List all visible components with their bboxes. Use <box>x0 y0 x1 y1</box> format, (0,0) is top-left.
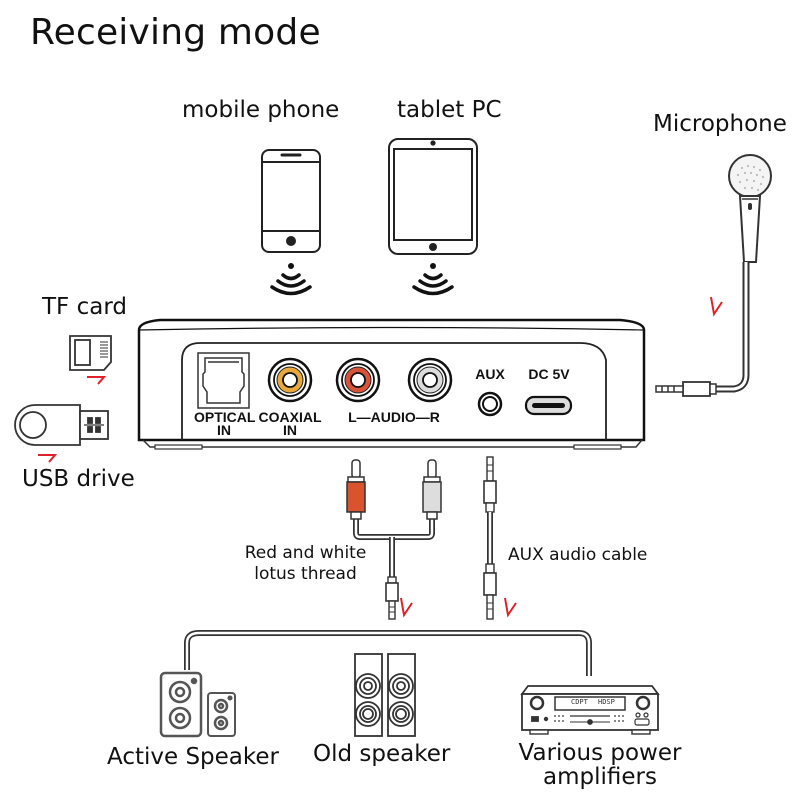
usb-drive-label: USB drive <box>22 466 135 492</box>
tf-card-label: TF card <box>42 294 127 320</box>
coaxial-label-line1: COAXIAL <box>258 409 322 425</box>
dc-5v-port <box>524 395 573 416</box>
coaxial-in-label: COAXIAL IN <box>258 409 322 438</box>
insert-arrow-icon <box>400 597 413 618</box>
dc-5v-label: DC 5V <box>528 366 570 382</box>
mobile-phone-icon <box>261 149 321 253</box>
audio-label: L—AUDIO—R <box>348 409 440 425</box>
aux-label: AUX <box>475 366 505 382</box>
optical-label-line2: IN <box>217 422 231 438</box>
mobile-phone-label: mobile phone <box>182 97 340 123</box>
tablet-icon <box>388 138 478 255</box>
wireless-signal-icon <box>270 263 312 296</box>
rca-cable-label: Red and white lotus thread <box>238 543 373 585</box>
optical-label-line1: OPTICAL <box>194 409 256 425</box>
insert-arrow-icon <box>710 296 723 317</box>
amplifier-label-line1: Various power <box>518 740 682 766</box>
rca-cable-label-line2: lotus thread <box>254 564 357 584</box>
amplifier-label-line2: amplifiers <box>543 764 657 790</box>
receiver-device <box>137 318 646 450</box>
old-speaker-label: Old speaker <box>313 741 451 767</box>
aux-jack <box>477 391 503 417</box>
tablet-pc-label: tablet PC <box>397 97 502 123</box>
amp-display-left: CDPT <box>571 698 588 706</box>
wireless-signal-icon <box>412 263 454 296</box>
insert-arrow-icon <box>87 376 107 385</box>
audio-left-jack <box>335 357 381 403</box>
optical-in-port <box>197 352 250 409</box>
amp-display-right: HDSP <box>598 698 615 706</box>
rca-cable-label-line1: Red and white <box>244 543 367 563</box>
insert-arrow-icon <box>38 454 58 463</box>
tf-card-icon <box>69 335 112 371</box>
amplifier-label: Various power amplifiers <box>500 741 700 789</box>
insert-arrow-icon <box>504 597 517 618</box>
old-speaker-icon <box>354 653 416 737</box>
aux-cable-label: AUX audio cable <box>508 545 648 565</box>
rca-cable <box>346 459 442 620</box>
microphone-icon <box>655 154 772 397</box>
aux-cable <box>483 456 497 620</box>
output-connection-line-inner <box>185 631 591 676</box>
active-speaker-icon <box>159 671 236 738</box>
usb-drive-icon <box>14 404 109 446</box>
amplifier-icon <box>520 685 660 735</box>
optical-in-label: OPTICAL IN <box>194 409 256 438</box>
active-speaker-label: Active Speaker <box>107 744 280 770</box>
diagram-title: Receiving mode <box>30 12 321 53</box>
coaxial-in-jack <box>267 357 313 403</box>
coaxial-label-line2: IN <box>283 422 297 438</box>
audio-right-jack <box>407 357 453 403</box>
microphone-label: Microphone <box>653 111 787 137</box>
